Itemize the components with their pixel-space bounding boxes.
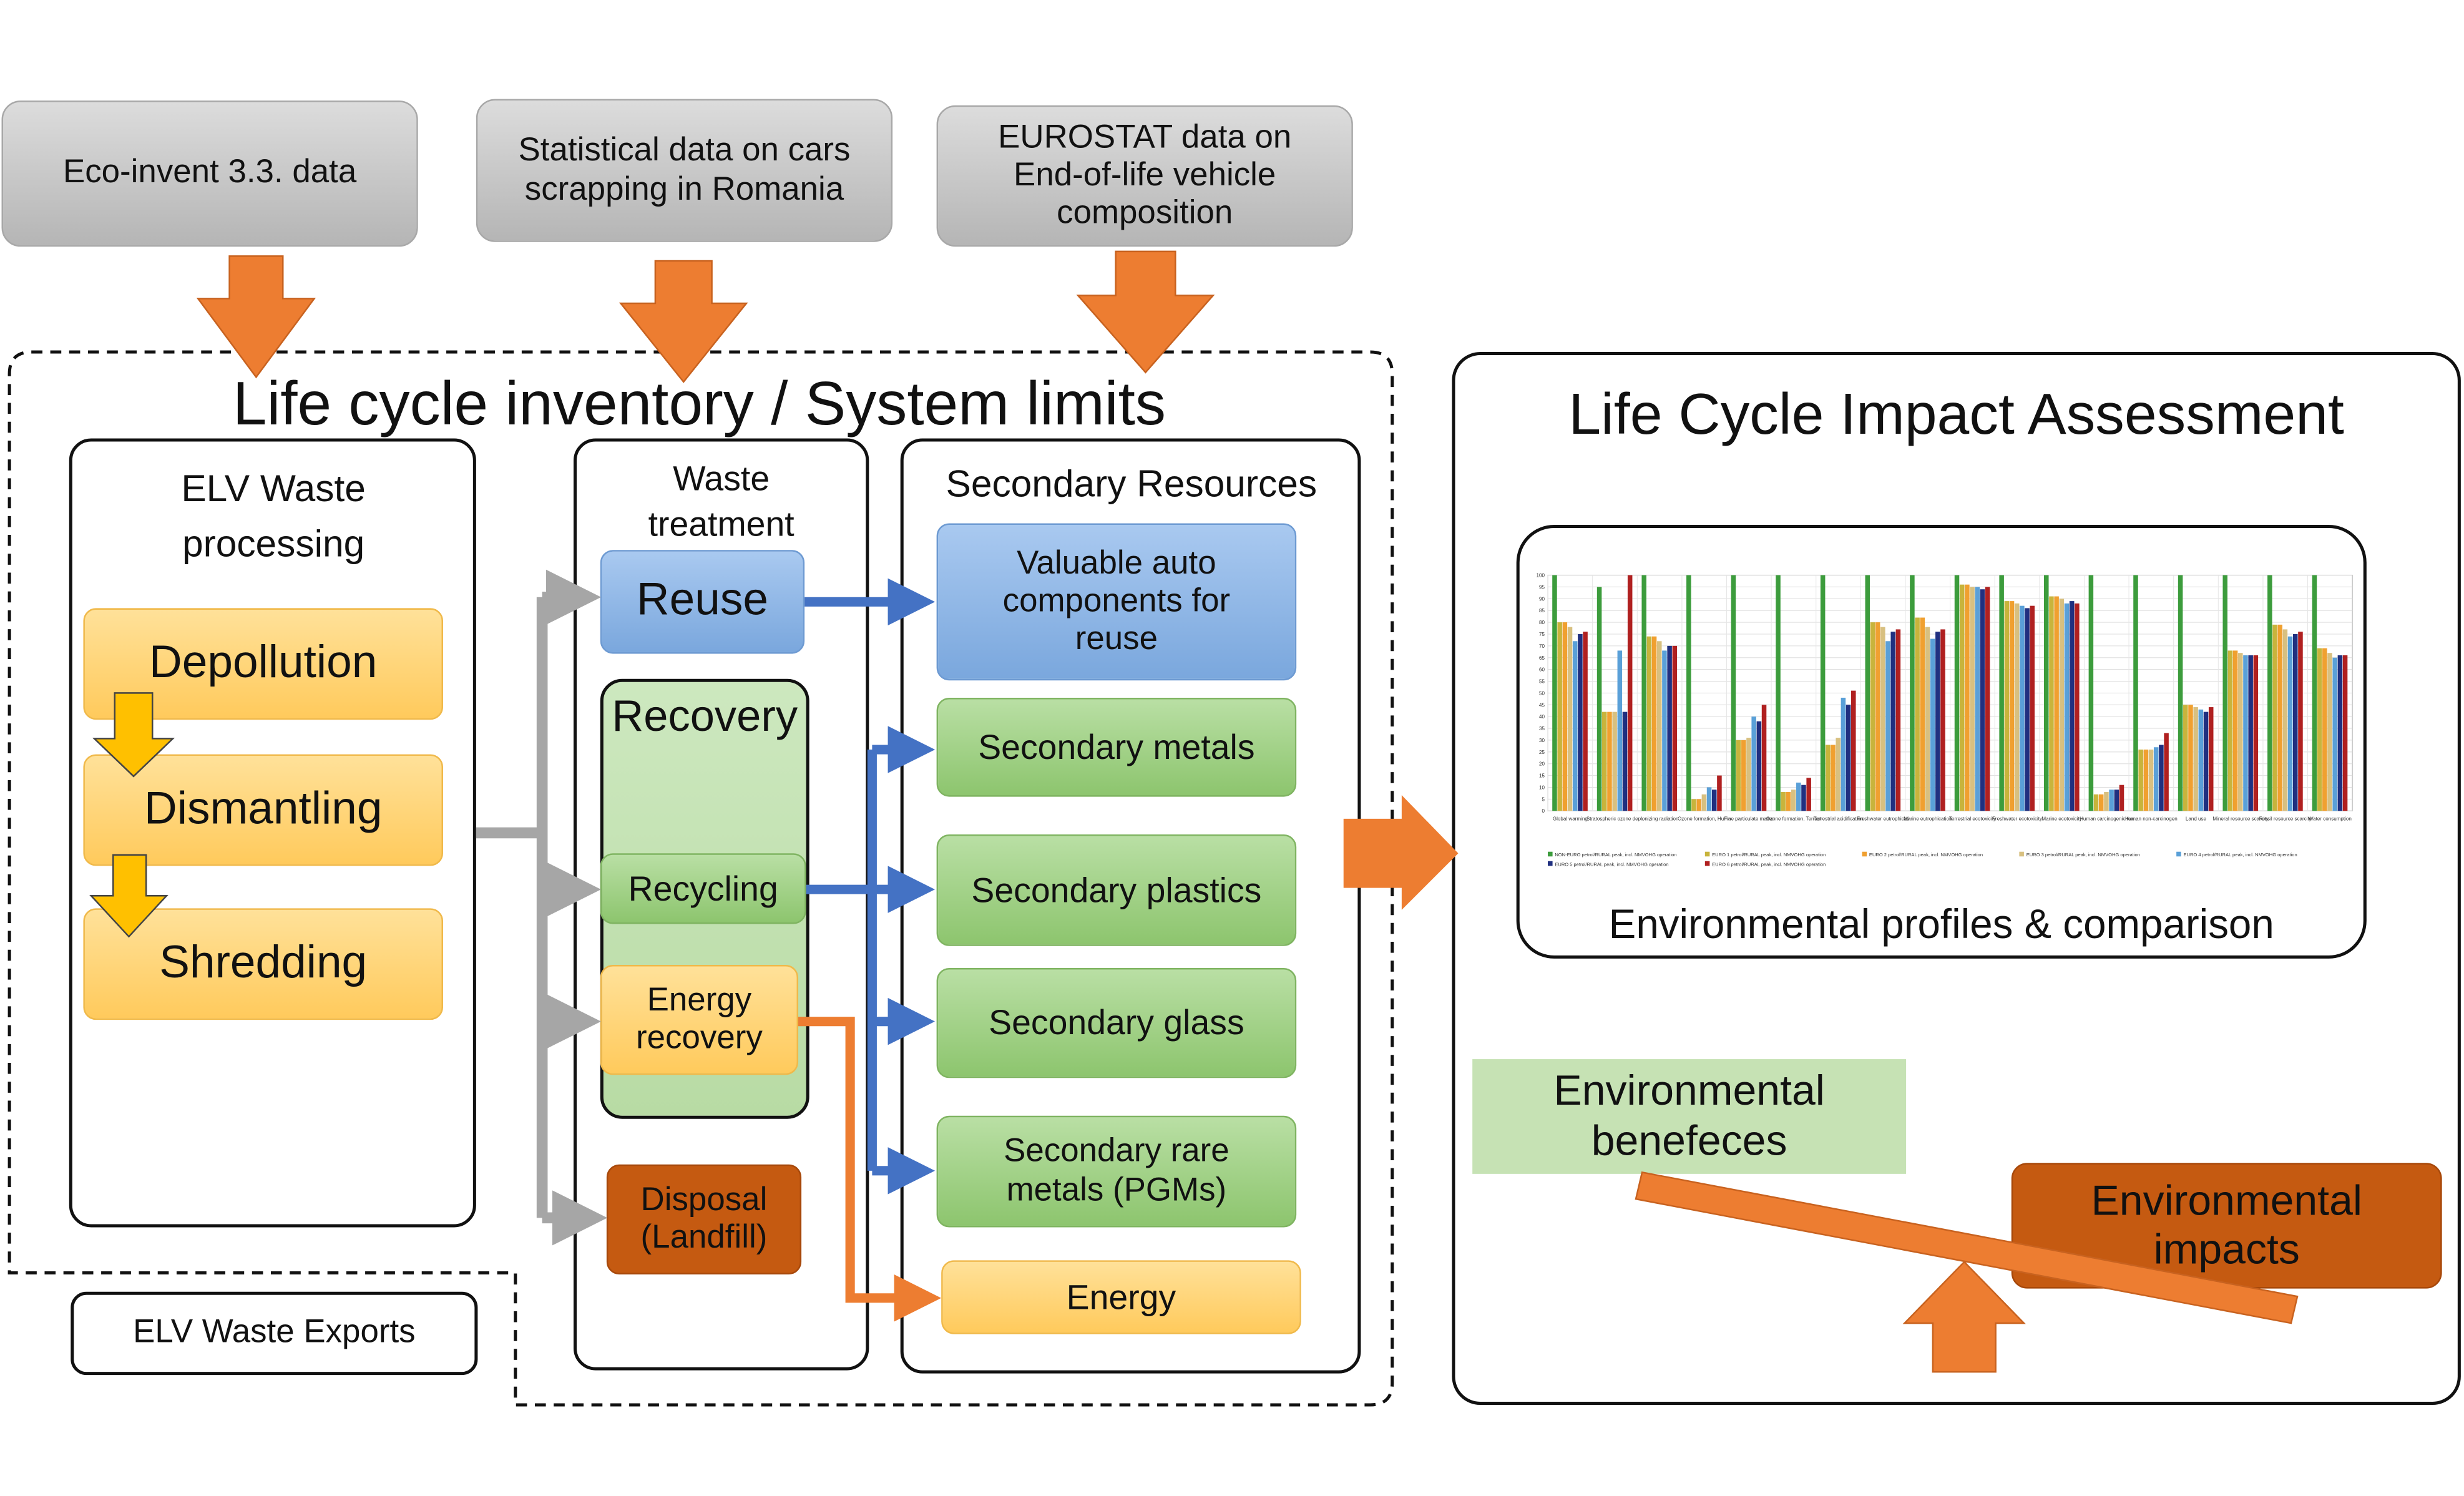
source-statistical: Statistical data on cars scrapping in Ro… bbox=[476, 99, 893, 242]
resource-components: Valuable auto components for reuse bbox=[936, 523, 1297, 681]
source-eurostat: EUROSTAT data on End-of-life vehicle com… bbox=[936, 105, 1353, 247]
system-boundary bbox=[7, 350, 1394, 1407]
processing-title: ELV Waste processing bbox=[181, 468, 366, 565]
resources-title: Secondary Resources bbox=[946, 463, 1318, 506]
profiles-panel bbox=[1516, 524, 2367, 959]
impacts-box: Environmental impacts bbox=[2011, 1163, 2442, 1289]
energy-recovery-box: Energy recovery bbox=[600, 964, 799, 1075]
reuse-box: Reuse bbox=[600, 550, 805, 654]
resource-plastics: Secondary plastics bbox=[936, 834, 1297, 946]
benefits-box: Environmental benefeces bbox=[1472, 1059, 1907, 1174]
treatment-title: Waste treatment bbox=[648, 459, 794, 544]
resource-energy: Energy bbox=[941, 1260, 1301, 1334]
step-dismantling: Dismantling bbox=[83, 754, 444, 866]
exports-box: ELV Waste Exports bbox=[71, 1291, 478, 1376]
recycling-box: Recycling bbox=[600, 853, 806, 924]
resource-metals: Secondary metals bbox=[936, 697, 1297, 797]
step-shredding: Shredding bbox=[83, 908, 444, 1020]
source-ecoinvent: Eco-invent 3.3. data bbox=[1, 100, 418, 247]
step-depollution: Depollution bbox=[83, 608, 444, 720]
profiles-caption: Environmental profiles & comparison bbox=[1608, 900, 2274, 948]
resource-glass: Secondary glass bbox=[936, 968, 1297, 1078]
disposal-box: Disposal (Landfill) bbox=[606, 1164, 802, 1275]
resource-rare-metals: Secondary rare metals (PGMs) bbox=[936, 1115, 1297, 1228]
lci-title: Life cycle inventory / System limits bbox=[232, 371, 1166, 439]
lcia-title: Life Cycle Impact Assessment bbox=[1568, 381, 2344, 447]
